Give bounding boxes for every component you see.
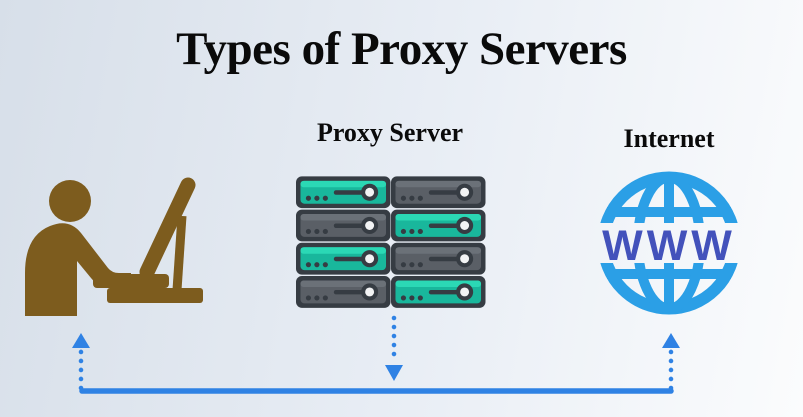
diagram-title: Types of Proxy Servers	[176, 23, 627, 75]
proxy-server-label: Proxy Server	[316, 118, 464, 147]
globe-www-icon: WWW	[597, 171, 741, 315]
proxy-arrow-down	[385, 315, 403, 381]
www-text: WWW	[602, 222, 736, 270]
monitor-stand	[172, 215, 187, 291]
down-arrowhead	[385, 365, 403, 381]
person-body-arm	[25, 223, 131, 316]
monitor-screen	[139, 177, 196, 280]
desk-base	[107, 288, 203, 303]
up-arrowhead	[662, 333, 680, 348]
internet-arrow-up	[662, 333, 680, 391]
user-at-computer-icon	[25, 177, 203, 316]
up-arrowhead	[72, 333, 90, 348]
user-arrow-up	[72, 333, 90, 391]
person-head	[49, 180, 91, 222]
internet-label: Internet	[623, 124, 715, 153]
